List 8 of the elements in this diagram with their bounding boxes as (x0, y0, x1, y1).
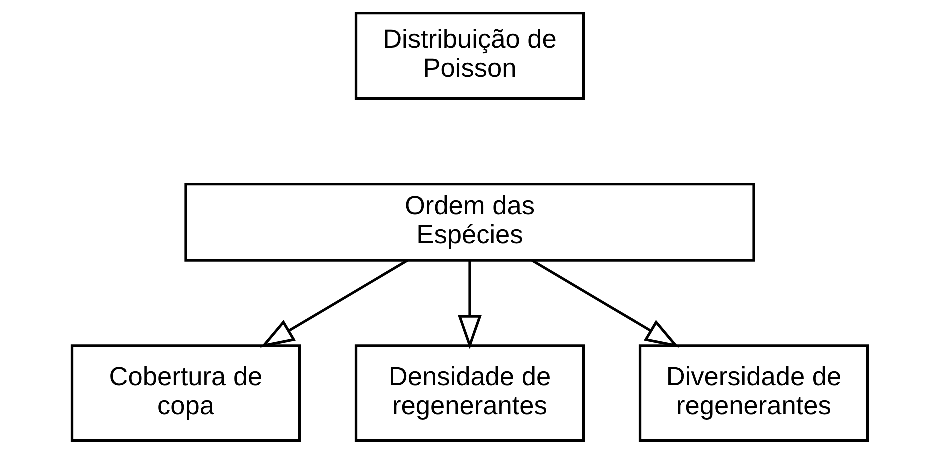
arrow (260, 260, 408, 348)
node-box: Densidade de regenerantes (354, 344, 585, 442)
arrow (531, 260, 680, 348)
node-box: Diversidade de regenerantes (638, 344, 869, 442)
node-box: Ordem das Espécies (184, 182, 755, 262)
node-box: Distribuição de Poisson (354, 12, 585, 100)
arrow (458, 260, 482, 350)
node-box: Cobertura de copa (70, 344, 301, 442)
